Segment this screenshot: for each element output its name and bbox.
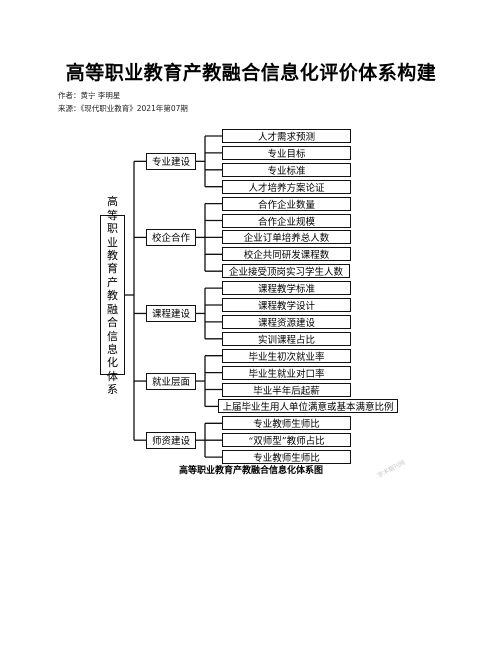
author-line: 作者：黄宁 李明星 (58, 91, 121, 100)
leaf-box: 课程教学设计 (222, 298, 351, 312)
category-box: 校企合作 (146, 228, 196, 246)
root-char: 育 (107, 262, 118, 276)
leaf-box: 课程资源建设 (222, 314, 351, 329)
root-char: 等 (107, 208, 118, 222)
root-char: 产 (107, 275, 118, 289)
leaf-box: 专业教师生师比 (222, 416, 351, 431)
root-char: 融 (107, 302, 118, 316)
category-box: 课程建设 (146, 304, 196, 322)
root-char: 业 (107, 235, 118, 249)
leaf-box: 企业接受顶岗实习学生人数 (222, 264, 350, 279)
leaf-box: 毕业半年后起薪 (222, 382, 351, 397)
root-char: 教 (107, 289, 118, 303)
category-box: 就业层面 (146, 372, 196, 390)
diagram-root-box: 高等职业教育产教融合信息化体系 (100, 195, 125, 396)
root-char: 息 (107, 342, 118, 356)
leaf-box: 人才需求预测 (222, 129, 351, 143)
leaf-box: “双师型”教师占比 (222, 433, 351, 448)
root-char: 体 (107, 369, 118, 383)
root-char: 化 (107, 356, 118, 370)
source-line: 来源：《现代职业教育》2021年第07期 (58, 104, 188, 113)
leaf-box: 专业目标 (222, 145, 351, 160)
root-char: 信 (107, 329, 118, 343)
leaf-box: 上届毕业生用人单位满意或基本满意比例 (218, 399, 398, 414)
leaf-box: 人才培养方案论证 (222, 179, 351, 194)
leaf-box: 毕业生初次就业率 (222, 348, 351, 363)
leaf-box: 校企共同研发课程数 (222, 247, 351, 262)
category-box: 师资建设 (146, 431, 196, 449)
leaf-box: 合作企业数量 (222, 196, 351, 211)
root-char: 职 (107, 222, 118, 236)
root-char: 合 (107, 316, 118, 330)
root-char: 系 (107, 383, 118, 397)
page-title: 高等职业教育产教融合信息化评价体系构建 (65, 62, 437, 84)
root-char: 教 (107, 249, 118, 263)
leaf-box: 专业标准 (222, 162, 351, 177)
leaf-box: 毕业生就业对口率 (222, 365, 351, 380)
leaf-box: 合作企业规模 (222, 213, 351, 228)
category-box: 专业建设 (146, 152, 196, 170)
leaf-box: 企业订单培养总人数 (222, 230, 351, 245)
leaf-box: 实训课程占比 (222, 331, 351, 346)
leaf-box: 专业教师生师比 (222, 450, 351, 465)
root-char: 高 (107, 195, 118, 209)
figure-caption: 高等职业教育产教融合信息化体系图 (178, 466, 323, 476)
leaf-box: 课程教学标准 (222, 281, 351, 296)
